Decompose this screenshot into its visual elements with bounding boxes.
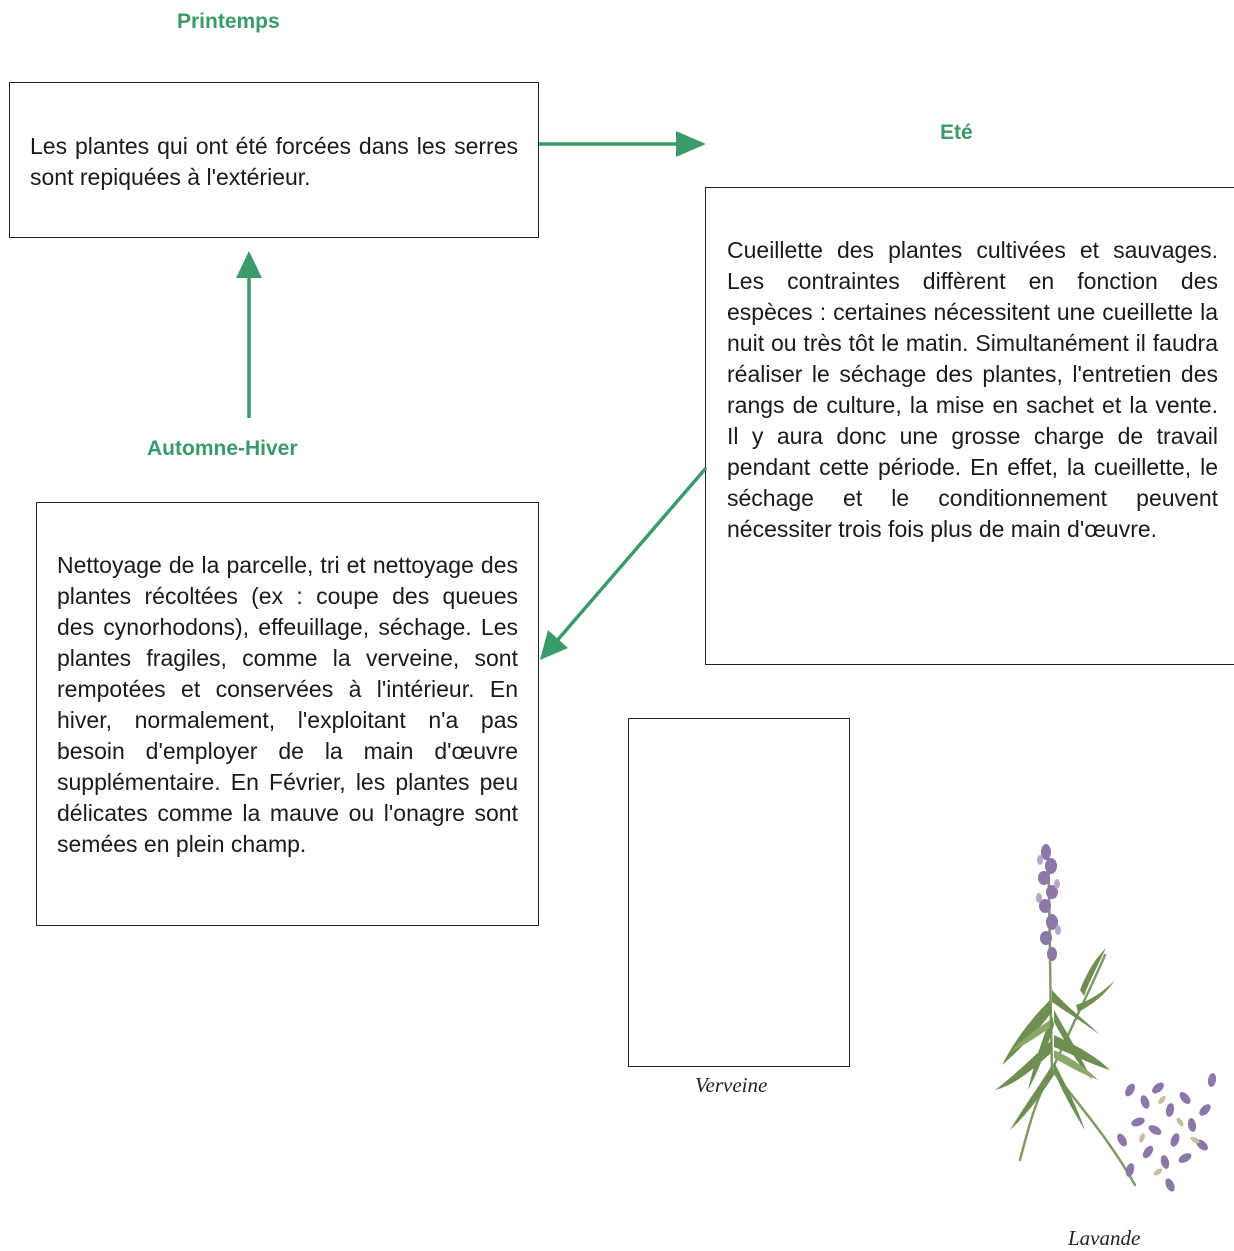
arrow-ete-to-automne-hiver: [540, 466, 708, 660]
verveine-image-frame: [628, 718, 850, 1067]
automne-hiver-title: Automne-Hiver: [147, 437, 298, 460]
verveine-caption: Verveine: [695, 1073, 768, 1097]
arrow-printemps-to-ete: [539, 131, 706, 157]
printemps-box: Les plantes qui ont été forcées dans les…: [9, 82, 539, 238]
automne-hiver-text: Nettoyage de la parcelle, tri et nettoya…: [57, 552, 518, 857]
printemps-text: Les plantes qui ont été forcées dans les…: [30, 133, 518, 190]
ete-box: Cueillette des plantes cultivées et sauv…: [705, 187, 1234, 665]
lavender-illustration: [995, 844, 1217, 1192]
ete-title: Eté: [940, 121, 973, 144]
ete-text: Cueillette des plantes cultivées et sauv…: [727, 237, 1218, 542]
lavande-caption: Lavande: [1068, 1226, 1141, 1250]
printemps-title: Printemps: [177, 10, 280, 33]
automne-hiver-box: Nettoyage de la parcelle, tri et nettoya…: [36, 502, 539, 926]
arrow-automne-hiver-to-printemps: [236, 251, 262, 418]
